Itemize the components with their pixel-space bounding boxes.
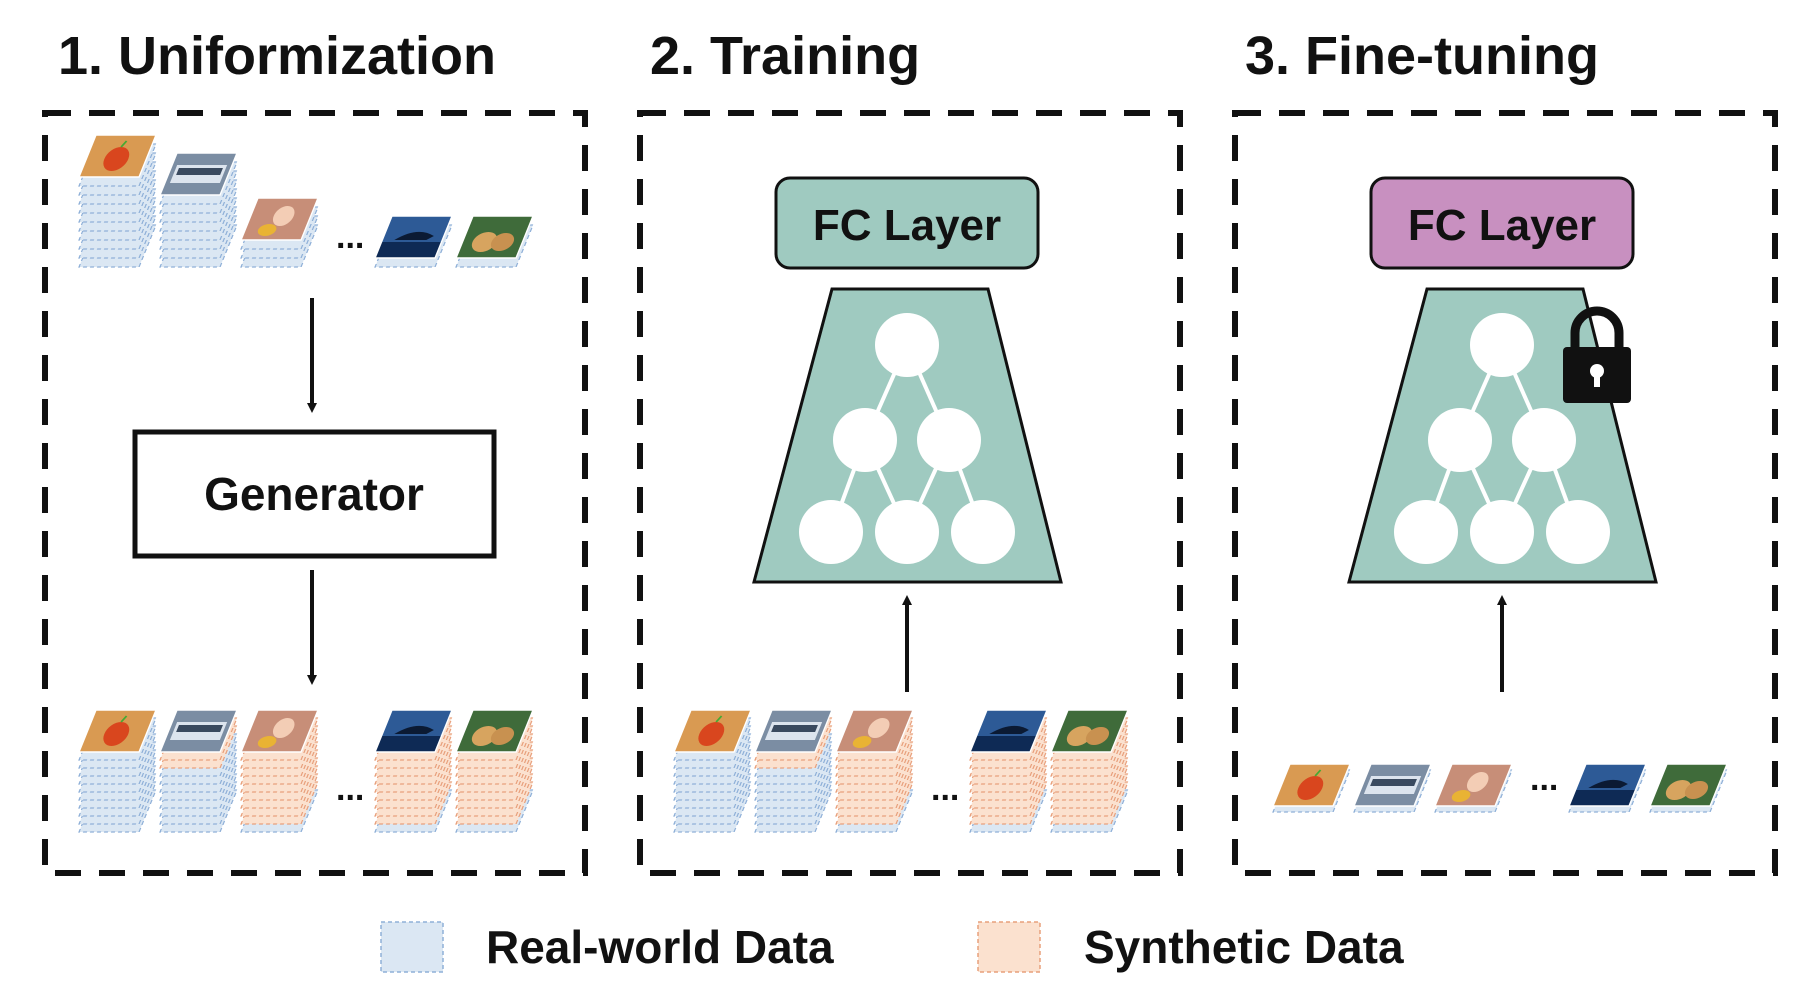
panel-title-uniformization: 1. Uniformization xyxy=(58,26,497,86)
panel-2-border xyxy=(637,110,1183,876)
data-stack xyxy=(77,709,158,833)
data-stack xyxy=(239,709,320,833)
ellipsis: ... xyxy=(336,218,364,256)
network-node xyxy=(1470,500,1534,564)
legend-label-real: Real-world Data xyxy=(486,921,834,973)
data-stack xyxy=(373,215,454,268)
image-baby xyxy=(834,709,915,753)
data-stack xyxy=(454,215,535,268)
panel-3-border xyxy=(1232,110,1778,876)
network-node xyxy=(1512,408,1576,472)
data-stack xyxy=(1567,763,1648,813)
network-node xyxy=(799,500,863,564)
image-apple xyxy=(77,709,158,753)
data-stacks: ............ xyxy=(77,134,1729,833)
image-bus xyxy=(158,152,239,196)
image-dog xyxy=(1648,763,1729,807)
network-node xyxy=(951,500,1015,564)
data-stack xyxy=(1433,763,1514,813)
image-apple xyxy=(672,709,753,753)
data-stack xyxy=(158,152,239,268)
data-stack xyxy=(77,134,158,268)
fc-layer-label-training: FC Layer xyxy=(813,201,1001,250)
data-stack xyxy=(158,709,239,833)
data-stack xyxy=(834,709,915,833)
fc-layer-box-fine-tuning xyxy=(1369,176,1635,270)
image-dog xyxy=(454,215,535,259)
image-whale xyxy=(373,215,454,259)
image-bus xyxy=(753,709,834,753)
network-node xyxy=(1546,500,1610,564)
network-node xyxy=(1428,408,1492,472)
image-whale xyxy=(968,709,1049,753)
panel-title-fine-tuning: 3. Fine-tuning xyxy=(1245,26,1599,86)
network-node xyxy=(1470,313,1534,377)
network-node xyxy=(875,500,939,564)
network-nodes-training xyxy=(799,313,1015,564)
panel-title-training: 2. Training xyxy=(650,26,921,86)
image-baby xyxy=(239,709,320,753)
image-bus xyxy=(158,709,239,753)
data-stack xyxy=(753,709,834,833)
panel-1-border xyxy=(42,110,588,876)
ellipsis: ... xyxy=(336,770,364,808)
fc-layer-label-fine-tuning: FC Layer xyxy=(1408,201,1596,250)
image-baby xyxy=(239,197,320,241)
data-stack xyxy=(1271,763,1352,813)
data-stack xyxy=(672,709,753,833)
image-apple xyxy=(77,134,158,178)
generator-box xyxy=(132,429,497,559)
data-stack xyxy=(1648,763,1729,813)
data-stack xyxy=(1049,709,1130,833)
legend-swatch-synthetic xyxy=(977,921,1041,973)
image-apple xyxy=(1271,763,1352,807)
image-dog xyxy=(454,709,535,753)
ellipsis: ... xyxy=(1530,760,1558,798)
legend-label-synthetic: Synthetic Data xyxy=(1084,921,1404,973)
image-dog xyxy=(1049,709,1130,753)
image-baby xyxy=(1433,763,1514,807)
data-stack xyxy=(239,197,320,268)
network-nodes-fine-tuning xyxy=(1394,313,1610,564)
data-stack xyxy=(373,709,454,833)
image-whale xyxy=(1567,763,1648,807)
legend-swatch-real xyxy=(380,921,444,973)
network-node xyxy=(875,313,939,377)
network-node xyxy=(917,408,981,472)
lock-icon xyxy=(1563,306,1631,403)
network-node xyxy=(1394,500,1458,564)
ellipsis: ... xyxy=(931,770,959,808)
image-whale xyxy=(373,709,454,753)
network-node xyxy=(833,408,897,472)
generator-label: Generator xyxy=(204,468,424,520)
data-stack xyxy=(968,709,1049,833)
data-stack xyxy=(454,709,535,833)
fc-layer-box-training xyxy=(774,176,1040,270)
image-bus xyxy=(1352,763,1433,807)
data-stack xyxy=(1352,763,1433,813)
